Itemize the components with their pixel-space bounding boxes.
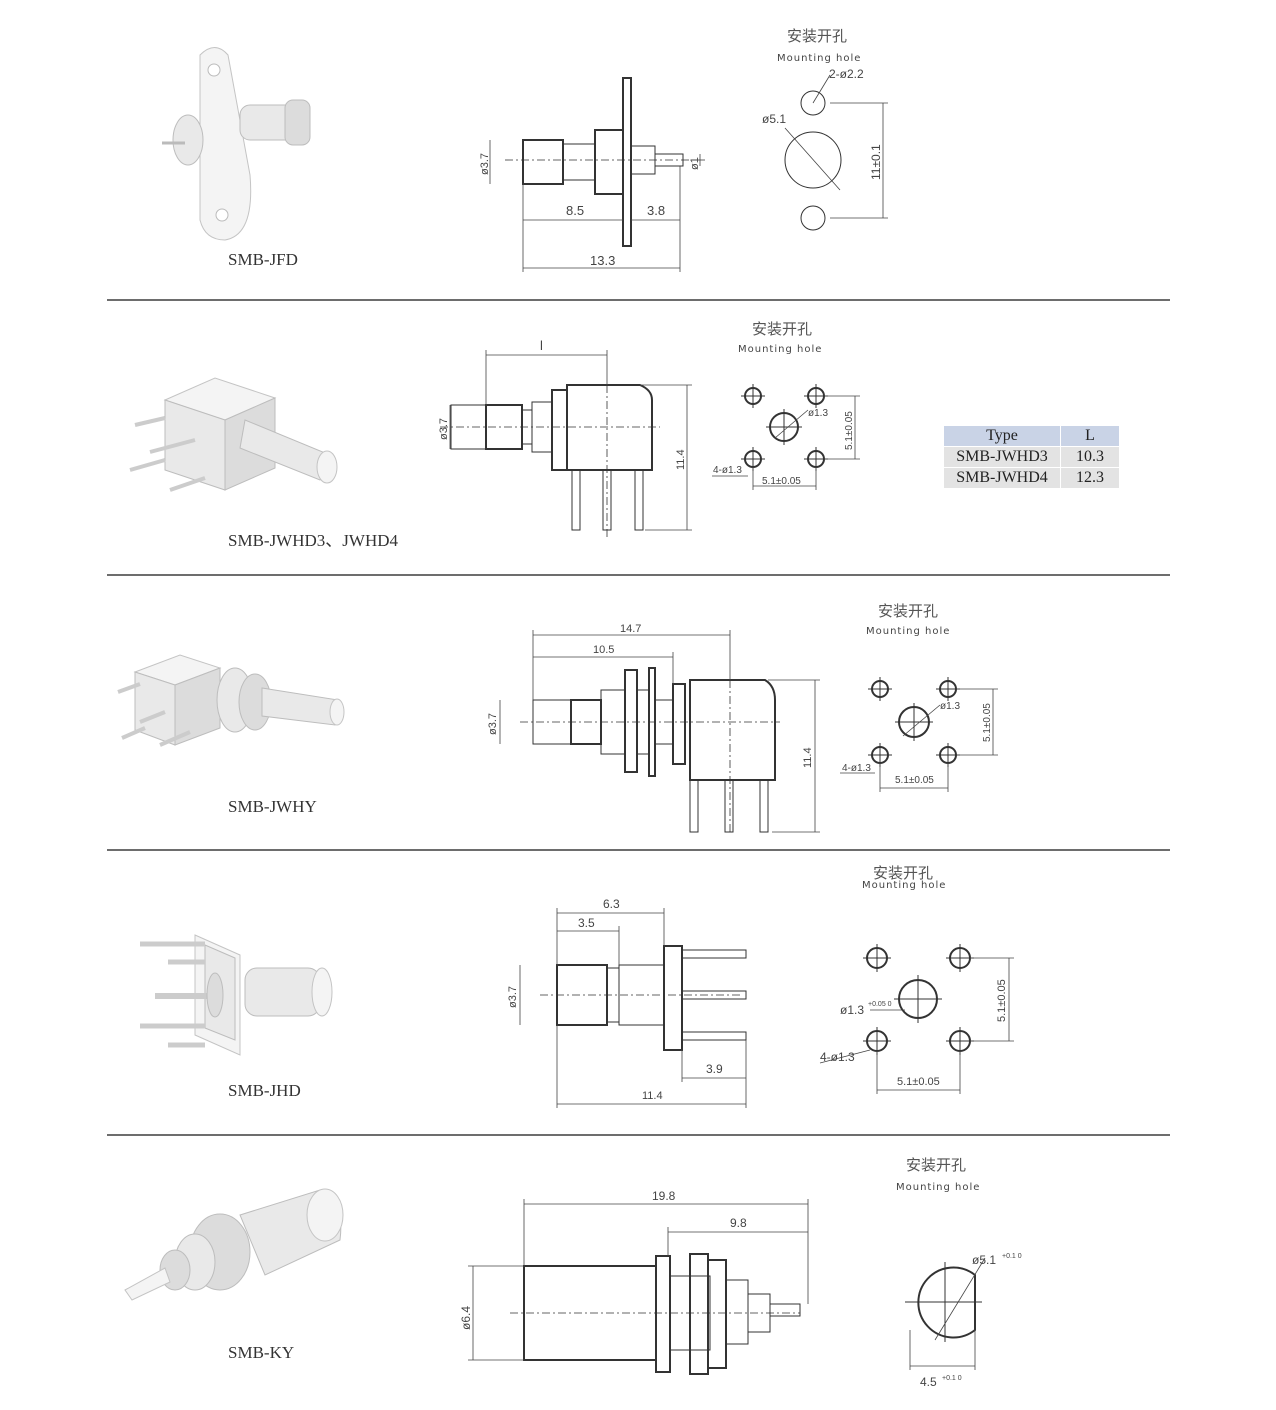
dimension-drawing-jfd: ø3.7 ø1 8.5 3.8 13.3 <box>479 77 705 272</box>
dim-len-a: 10.5 <box>593 644 614 656</box>
dim-d1: ø3.7 <box>507 986 519 1008</box>
table-row: SMB-JWHD4 12.3 <box>943 467 1120 489</box>
dim-len-l: l <box>540 338 543 353</box>
hole-sx: 5.1±0.05 <box>895 775 934 786</box>
hole-center-tol: +0.05 0 <box>868 1001 892 1008</box>
mounting-hole-title-en: Mounting hole <box>866 626 951 637</box>
table-cell-l: 12.3 <box>1060 467 1120 489</box>
table-cell-l: 10.3 <box>1060 446 1120 468</box>
section-smb-jhd: SMB-JHD 6.3 3.5 ø3.7 3.9 11.4 安装开孔 Mount… <box>140 864 1014 1108</box>
model-label: SMB-JWHY <box>228 797 317 816</box>
section-divider <box>107 574 1170 576</box>
hole-dia-tol: +0.1 0 <box>1002 1253 1022 1260</box>
hole-center: ø1.3 <box>808 408 828 419</box>
dim-len-total: 11.4 <box>642 1090 663 1102</box>
hole-pins: 4-ø1.3 <box>820 1050 855 1064</box>
hole-center: ø1.3 <box>940 701 960 712</box>
mounting-hole-title-en: Mounting hole <box>862 880 947 891</box>
dim-len-a: 9.8 <box>730 1216 747 1230</box>
hole-sx: 5.1±0.05 <box>762 476 801 487</box>
dim-len-a: 6.3 <box>603 897 620 911</box>
section-divider <box>107 1134 1170 1136</box>
section-divider <box>107 299 1170 301</box>
dim-len-total: 19.8 <box>652 1189 676 1203</box>
mounting-hole-drawing-jwhd: ø1.3 4-ø1.3 5.1±0.05 5.1±0.05 <box>712 384 860 490</box>
dim-len-total: 14.7 <box>620 623 641 635</box>
model-label: SMB-JFD <box>228 250 298 269</box>
dim-len-c: 3.9 <box>706 1062 723 1076</box>
section-smb-jwhd: SMB-JWHD3、JWHD4 l ø3.7 11.4 安装开孔 Mountin… <box>0 0 1276 576</box>
dim-d1: ø3.7 <box>479 153 491 175</box>
hole-sx: 5.1±0.05 <box>897 1076 940 1088</box>
dim-len-a: 8.5 <box>566 203 584 218</box>
hole-sy: 5.1±0.05 <box>844 411 855 450</box>
mounting-hole-drawing-jwhy: ø1.3 4-ø1.3 5.1±0.05 5.1±0.05 <box>840 677 998 792</box>
dim-len-b: 3.8 <box>647 203 665 218</box>
hole-spacing: 11±0.1 <box>869 144 883 180</box>
dim-d2: ø1 <box>689 157 701 170</box>
table-cell-type: SMB-JWHD4 <box>943 467 1061 489</box>
dim-d1: ø6.4 <box>459 1306 473 1330</box>
section-divider <box>107 849 1170 851</box>
section-smb-jfd: SMB-JFD ø3.7 ø1 8.5 3.8 13.3 安装开孔 Mounti… <box>0 0 1276 300</box>
hole-center: ø1.3 <box>840 1003 864 1017</box>
dimension-drawing-jhd: 6.3 3.5 ø3.7 3.9 11.4 <box>507 897 747 1108</box>
hole-sy: 5.1±0.05 <box>996 979 1008 1022</box>
section-smb-jwhy: SMB-JWHY 14.7 10.5 ø3.7 11.4 安装开孔 Mounti… <box>117 602 998 835</box>
dim-len-b: 3.5 <box>578 916 595 930</box>
dim-height: 11.4 <box>802 747 814 768</box>
dim-height: 11.4 <box>675 449 687 470</box>
hole-large: ø5.1 <box>762 112 786 126</box>
dim-d1: ø3.7 <box>487 713 499 735</box>
hole-flat-tol: +0.1 0 <box>942 1375 962 1382</box>
hole-sy: 5.1±0.05 <box>982 703 993 742</box>
mounting-hole-title-cn: 安装开孔 <box>906 1156 967 1174</box>
dim-len-total: 13.3 <box>590 253 615 268</box>
mounting-hole-title-cn: 安装开孔 <box>752 320 813 338</box>
type-length-table: Type L SMB-JWHD3 10.3 SMB-JWHD4 12.3 <box>943 425 1120 489</box>
mounting-hole-title-en: Mounting hole <box>738 344 823 355</box>
model-label: SMB-JWHD3、JWHD4 <box>228 531 398 550</box>
product-image-jfd <box>162 47 311 241</box>
mounting-hole-title-en: Mounting hole <box>896 1182 981 1193</box>
hole-small: 2-ø2.2 <box>829 67 864 81</box>
table-header-type: Type <box>943 425 1061 447</box>
dimension-drawing-jwhd: l ø3.7 11.4 <box>438 338 692 540</box>
mounting-hole-title-cn: 安装开孔 <box>787 27 848 45</box>
product-image-jhd <box>140 934 333 1056</box>
model-label: SMB-JHD <box>228 1081 301 1100</box>
product-image-jwhd <box>129 377 338 492</box>
dim-d1: ø3.7 <box>438 418 450 440</box>
dimension-drawing-jwhy: 14.7 10.5 ø3.7 11.4 <box>487 623 820 835</box>
model-label: SMB-KY <box>228 1343 295 1362</box>
mounting-hole-drawing-jhd: ø1.3 +0.05 0 4-ø1.3 5.1±0.05 5.1±0.05 <box>819 944 1014 1094</box>
hole-pins: 4-ø1.3 <box>713 465 742 476</box>
product-image-jwhy <box>117 654 345 747</box>
mounting-hole-title-en: Mounting hole <box>777 53 862 64</box>
hole-pins: 4-ø1.3 <box>842 763 871 774</box>
mounting-hole-title-cn: 安装开孔 <box>878 602 939 620</box>
hole-flat: 4.5 <box>920 1375 937 1389</box>
hole-dia: ø5.1 <box>972 1253 996 1267</box>
mounting-hole-drawing-jfd: 2-ø2.2 ø5.1 11±0.1 <box>762 67 888 231</box>
mounting-hole-title-cn: 安装开孔 <box>873 864 934 882</box>
